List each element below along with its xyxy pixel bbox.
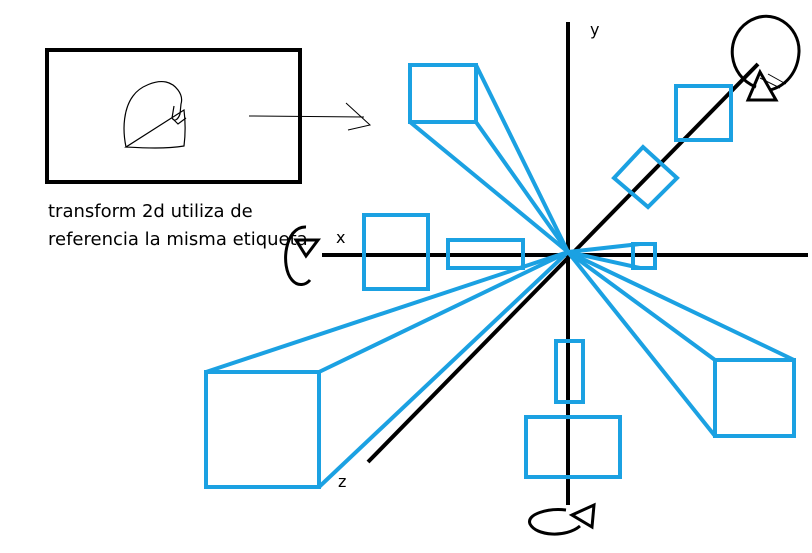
box-top-left (408, 63, 570, 254)
box-x-right-small (631, 242, 657, 270)
y-axis-label: y (590, 20, 600, 39)
box-y-bottom-square (524, 415, 622, 479)
box-x-left-square (362, 213, 430, 291)
z-axis-label: z (338, 472, 347, 491)
box-bottom-right (566, 250, 796, 438)
box-z-diamond (611, 144, 680, 210)
box-x-left-bar (446, 238, 525, 270)
transform-arrow (248, 102, 372, 131)
source-scribble (123, 81, 187, 149)
rotate-arrow-icon (730, 14, 801, 102)
caption-text: transform 2d utiliza de referencia la mi… (48, 201, 308, 250)
rotate-arrow-icon (528, 502, 596, 536)
z-axis (366, 62, 760, 464)
box-bottom-left (204, 250, 570, 489)
box-z-top-square (674, 84, 733, 142)
box-y-bar (554, 339, 585, 404)
perspective-boxes (204, 63, 796, 489)
x-axis-label: x (336, 228, 346, 247)
rotate-arrow-icon (284, 225, 321, 286)
